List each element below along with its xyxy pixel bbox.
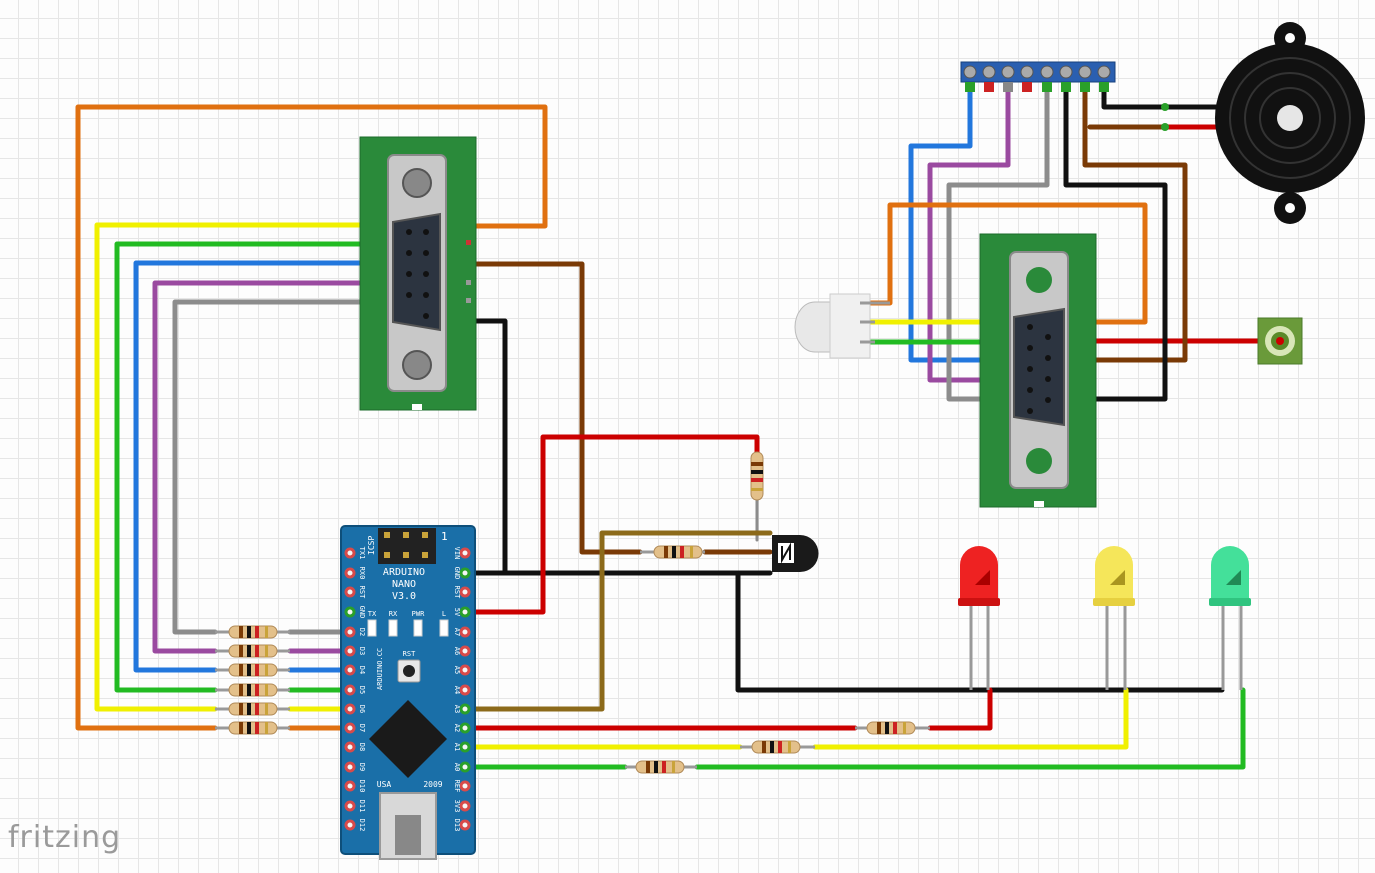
- pin-label-d9: D9: [358, 763, 366, 771]
- led-label-rx: RX: [389, 610, 398, 618]
- screw-terminal-block[interactable]: [960, 61, 1116, 92]
- pin-label-a1: A1: [453, 743, 461, 751]
- yellow-led[interactable]: [1093, 546, 1135, 690]
- db9-connector-right[interactable]: [979, 233, 1097, 508]
- resistor-green-led[interactable]: [625, 760, 697, 774]
- pin-label-d2: D2: [358, 628, 366, 636]
- wire-gray-right[interactable]: [946, 87, 1050, 402]
- pin-label-d7: D7: [358, 724, 366, 732]
- wire-blue[interactable]: [133, 260, 373, 673]
- icsp-pin-label: 1: [441, 530, 448, 543]
- resistor-collector[interactable]: [750, 451, 764, 501]
- pin-label-ref: REF: [453, 780, 461, 793]
- resistor-d4[interactable]: [228, 663, 278, 677]
- pin-label-rx0: RX0: [358, 567, 366, 580]
- pin-label-gnd2: GND: [453, 567, 461, 580]
- arduino-name-line3: V3.0: [392, 591, 416, 602]
- wire-black-right[interactable]: [1063, 87, 1168, 402]
- pin-label-tx1: TX1: [358, 547, 366, 560]
- pin-label-vin: VIN: [453, 547, 461, 560]
- fritzing-logo: fritzing: [8, 820, 122, 855]
- pin-label-d5: D5: [358, 686, 366, 694]
- pin-label-5v: 5V: [453, 608, 461, 617]
- wire-brown[interactable]: [462, 261, 643, 555]
- resistor-d3[interactable]: [228, 644, 278, 658]
- resistor-d7[interactable]: [228, 721, 278, 735]
- wire-red-led[interactable]: [927, 687, 993, 731]
- resistor-base[interactable]: [640, 545, 705, 559]
- led-label-tx: TX: [368, 610, 377, 618]
- arduino-name-line2: NANO: [392, 579, 416, 590]
- wire-olive-a3[interactable]: [462, 530, 773, 712]
- pin-label-d10: D10: [358, 780, 366, 793]
- wire-blue-right[interactable]: [908, 87, 996, 363]
- arduino-site: ARDUINO.CC: [376, 648, 384, 690]
- resistor-yellow-led[interactable]: [740, 740, 815, 754]
- wire-black-buzzer[interactable]: [1101, 87, 1223, 110]
- wire-gray[interactable]: [172, 299, 373, 635]
- pin-label-d12: D12: [358, 819, 366, 832]
- year-label: 2009: [423, 780, 442, 789]
- piezo-buzzer[interactable]: [1215, 22, 1365, 224]
- wire-purple[interactable]: [152, 280, 373, 654]
- pin-label-a0: A0: [453, 763, 461, 771]
- pin-label-d6: D6: [358, 705, 366, 713]
- resistor-d6[interactable]: [228, 702, 278, 716]
- pin-label-gnd: GND: [358, 606, 366, 619]
- resistor-d2[interactable]: [228, 625, 278, 639]
- resistor-d5[interactable]: [228, 683, 278, 697]
- pin-label-d3: D3: [358, 647, 366, 655]
- pin-label-a2: A2: [453, 724, 461, 732]
- pin-label-a7: A7: [453, 628, 461, 636]
- arduino-nano-board[interactable]: ARDUINO NANO V3.0 ICSP 1 ARDUINO.CC RST …: [340, 525, 476, 860]
- arduino-name-line1: ARDUINO: [383, 567, 425, 578]
- resistor-bank[interactable]: [215, 625, 290, 735]
- pin-label-a3: A3: [453, 705, 461, 713]
- wire-brown-right[interactable]: [1082, 87, 1188, 363]
- icsp-label: ICSP: [367, 536, 376, 555]
- rst-label: RST: [403, 650, 416, 658]
- pin-label-a4: A4: [453, 686, 461, 694]
- wire-black-led-bus[interactable]: [735, 570, 1225, 693]
- pin-label-3v3: 3V3: [453, 800, 461, 813]
- green-led[interactable]: [1209, 546, 1251, 690]
- pin-label-d8: D8: [358, 743, 366, 751]
- wire-green-led[interactable]: [694, 687, 1246, 770]
- wire-red-5v[interactable]: [462, 434, 760, 615]
- wire-yellow-led[interactable]: [812, 687, 1129, 750]
- pin-label-a5: A5: [453, 666, 461, 674]
- pin-label-d13: D13: [453, 819, 461, 832]
- pin-label-rst: RST: [358, 586, 366, 599]
- resistor-red-led[interactable]: [855, 721, 930, 735]
- ir-sensor[interactable]: [794, 293, 890, 359]
- npn-transistor[interactable]: [772, 535, 819, 572]
- red-led[interactable]: [958, 546, 1000, 690]
- wire-orange[interactable]: [75, 104, 548, 731]
- led-label-l: L: [442, 610, 446, 618]
- usa-label: USA: [377, 780, 392, 789]
- pin-label-d11: D11: [358, 800, 366, 813]
- wire-yellow[interactable]: [94, 222, 373, 712]
- wire-green[interactable]: [114, 241, 373, 693]
- db9-connector-left[interactable]: [359, 136, 477, 411]
- pin-label-a6: A6: [453, 647, 461, 655]
- pin-label-d4: D4: [358, 666, 366, 674]
- photo-sensor[interactable]: [1257, 317, 1303, 365]
- pin-label-rst2: RST: [453, 586, 461, 599]
- led-label-pwr: PWR: [412, 610, 425, 618]
